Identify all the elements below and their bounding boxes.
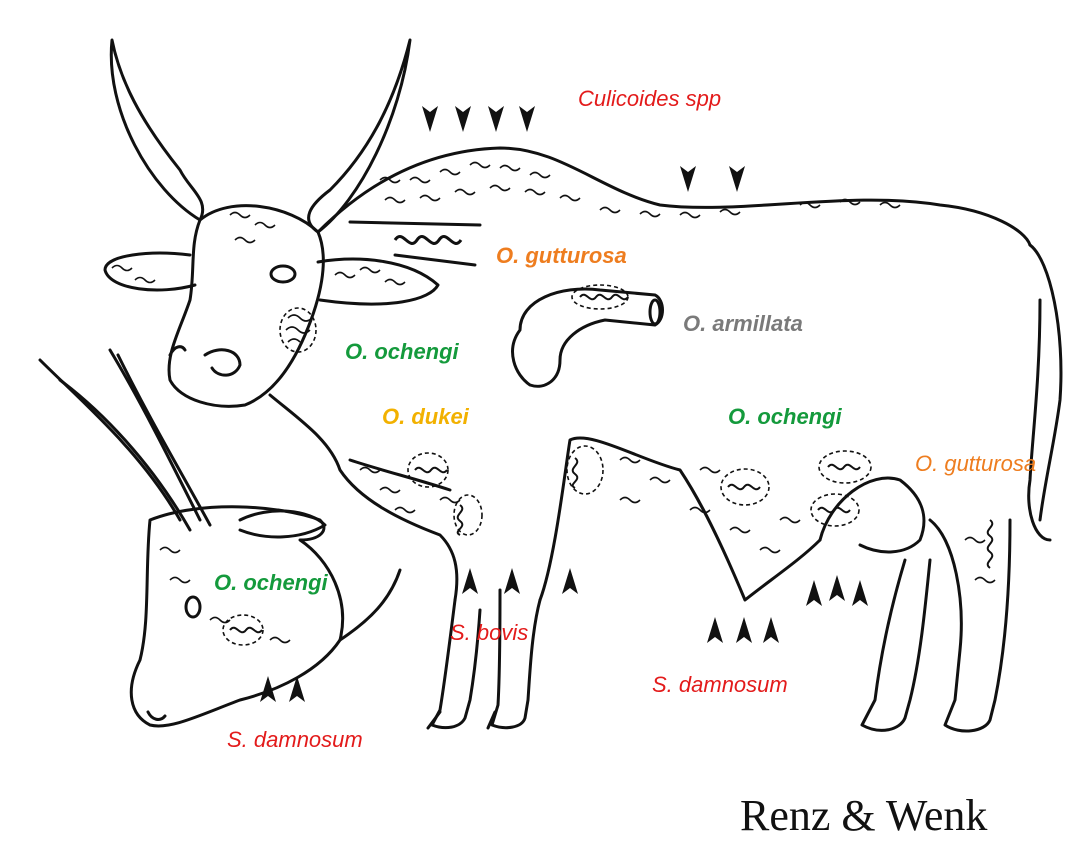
arrow-damnosum-3 <box>763 617 779 643</box>
label-bovis: S. bovis <box>450 620 528 646</box>
label-gutturosa-hump: O. gutturosa <box>496 243 627 269</box>
label-damnosum-belly: S. damnosum <box>652 672 788 698</box>
left-ear <box>105 253 195 290</box>
label-ochengi-belly: O. ochengi <box>728 404 842 430</box>
rump <box>1030 245 1061 520</box>
arrow-bovis-1 <box>462 568 478 594</box>
arrow-damnosum-4 <box>806 580 822 606</box>
back-line <box>318 148 1030 245</box>
main-cow-head <box>169 206 323 407</box>
arrow-culicoides-3 <box>488 106 504 132</box>
nostril <box>205 350 240 375</box>
arrow-culicoides-2 <box>455 106 471 132</box>
hind-leg <box>930 520 1010 731</box>
arrow-damnosum-6 <box>852 580 868 606</box>
lower-ear <box>240 511 325 537</box>
arrow-culicoides-1 <box>422 106 438 132</box>
front-leg-2 <box>492 590 540 728</box>
right-horn <box>309 40 410 232</box>
label-culicoides: Culicoides spp <box>578 86 721 112</box>
label-armillata: O. armillata <box>683 311 803 337</box>
label-dukei: O. dukei <box>382 404 469 430</box>
lower-eye <box>186 597 200 617</box>
arrow-bovis-2 <box>504 568 520 594</box>
label-damnosum-head: S. damnosum <box>227 727 363 753</box>
label-ochengi-neck: O. ochengi <box>345 339 459 365</box>
right-ear <box>318 259 438 304</box>
arrow-damnosum-1 <box>707 617 723 643</box>
aorta-vessel <box>513 289 663 386</box>
lower-horn-3 <box>110 350 200 520</box>
lower-cow-head <box>131 507 342 726</box>
cow-eye <box>271 266 295 282</box>
label-ochengi-head: O. ochengi <box>214 570 328 596</box>
left-horn <box>111 40 202 220</box>
belly <box>540 438 820 600</box>
credit-text: Renz & Wenk <box>740 790 987 841</box>
arrow-culicoides-5 <box>680 166 696 192</box>
arrow-culicoides-6 <box>729 166 745 192</box>
arrow-damnosum-2 <box>736 617 752 643</box>
udder <box>820 478 924 552</box>
arrow-damnosum-5 <box>829 575 845 601</box>
arrow-culicoides-4 <box>519 106 535 132</box>
arrow-bovis-3 <box>562 568 578 594</box>
label-gutturosa-leg: O. gutturosa <box>915 451 1036 477</box>
tail <box>1029 300 1050 540</box>
